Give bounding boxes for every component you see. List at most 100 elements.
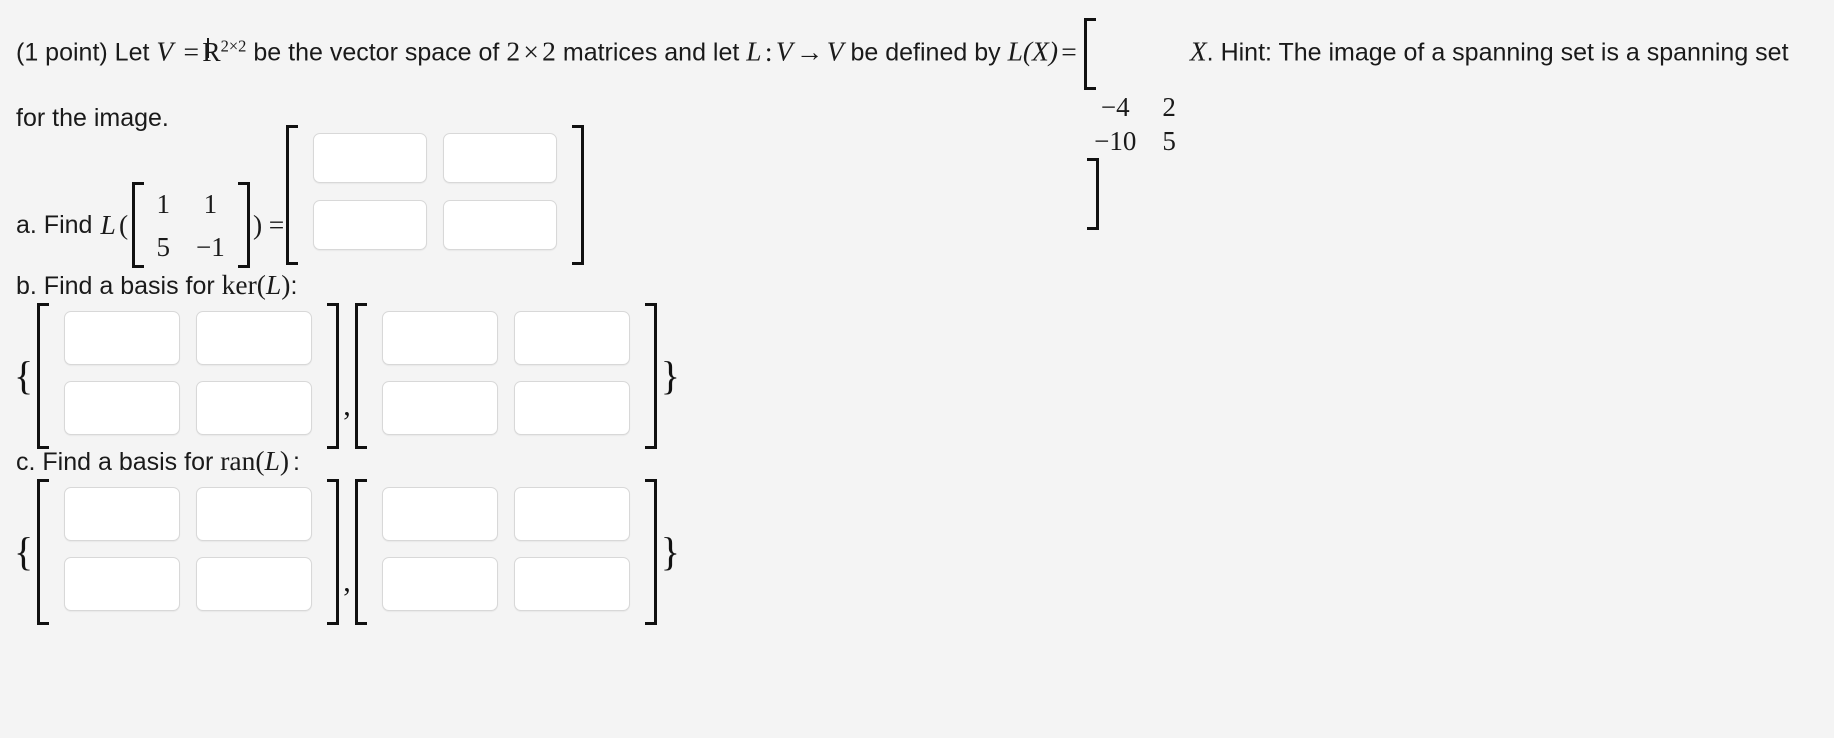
answer-input-b-m2-r2c1[interactable] [381,381,498,435]
answer-input-c-m2-r2c1[interactable] [381,557,498,611]
part-b-label: b. Find a basis for ker(L): [16,270,297,301]
bracket-right-icon [324,303,340,449]
colon-sign: : [764,35,773,67]
part-c-matrix-2-grid [370,479,642,625]
part-c-close-brace: } [660,529,680,574]
part-a-close-paren: ) [253,209,263,240]
part-c-operator: ran [220,445,256,476]
reals-exponent: 2×2 [220,36,247,56]
answer-input-c-m1-r2c1[interactable] [64,557,181,611]
matrix-cell-r1c1: 1 [156,188,171,219]
part-c-separator: , [343,565,351,598]
part-c-matrix-1-grid [52,479,324,625]
part-b-close-paren: ) [281,269,291,300]
dimension-two-b: 2 [542,35,556,67]
answer-input-c-m1-r1c1[interactable] [64,487,181,541]
hint-text: The image of a spanning set is a spannin… [16,38,1789,132]
answer-input-a-r2c1[interactable] [313,200,427,250]
map-of-X: L(X) [1007,35,1058,67]
part-a-answer-matrix [286,125,584,265]
part-c-matrix-1 [37,479,340,625]
part-b-colon: : [290,272,298,300]
part-c-operator-arg: L [264,445,280,476]
bracket-left-icon [37,303,52,449]
bracket-right-icon [1084,158,1100,230]
answer-input-c-m2-r1c1[interactable] [381,487,498,541]
part-a-prefix: a. Find [16,211,93,239]
dimension-two-a: 2 [506,35,521,67]
answer-input-c-m1-r2c2[interactable] [196,557,313,611]
part-b-separator: , [343,389,351,422]
part-b-matrix-1 [37,303,340,449]
bracket-left-icon [354,479,370,625]
answer-input-b-m1-r2c1[interactable] [64,381,181,435]
part-b-matrix-2-grid [370,303,642,449]
arrow-icon: → [795,35,824,67]
answer-input-b-m1-r1c2[interactable] [196,311,313,365]
statement-middle-1: be the vector space of [253,38,500,67]
part-a-input-matrix-cells: 1 1 5 −1 [147,182,235,268]
bracket-right-icon [235,182,250,268]
statement-lead: Let [114,38,150,67]
bracket-left-icon [286,125,301,265]
part-b-matrix-1-grid [52,303,324,449]
bracket-right-icon [642,303,657,449]
statement-middle-3: be defined by [850,38,1001,67]
bracket-left-icon [37,479,52,625]
matrix-cell-r2c1: 5 [156,231,171,262]
part-c-open-brace: { [14,529,34,574]
part-b-close-brace: } [660,353,680,398]
matrix-cell-r1c2: 1 [203,188,218,219]
statement-period: . [1206,38,1214,67]
part-c-colon: : [293,448,300,476]
bracket-left-icon [131,182,147,268]
matrix-cell-r1c1: −4 [1100,92,1130,122]
points-value: (1 point) [16,38,108,67]
problem-statement: Let(1 point) Let V =R2×2 be the vector s… [16,18,1816,230]
equals-sign-2: = [1061,35,1077,67]
part-b-matrix-2 [354,303,657,449]
map-L: L [746,35,762,67]
part-b-operator-arg: L [265,269,282,300]
answer-input-c-m2-r2c2[interactable] [513,557,630,611]
answer-input-a-r1c1[interactable] [313,133,427,183]
answer-input-a-r1c2[interactable] [443,133,557,183]
answer-input-b-m2-r1c1[interactable] [381,311,498,365]
part-b-operator: ker [221,269,257,300]
answer-input-b-m2-r2c2[interactable] [513,381,630,435]
answer-input-b-m1-r1c1[interactable] [64,311,181,365]
part-a-answer-row [286,125,584,265]
domain-V: V [775,35,793,67]
hint-label: Hint: [1220,38,1272,67]
part-c-close-paren: ) [279,445,290,476]
answer-input-c-m1-r1c2[interactable] [196,487,313,541]
part-a-input-grid [301,125,569,265]
part-a-equals: = [268,209,285,240]
matrix-cell-r2c2: −1 [196,231,225,262]
answer-input-b-m1-r2c2[interactable] [196,381,313,435]
part-c-open-paren: ( [255,445,265,476]
part-c-matrix-2 [354,479,657,625]
bracket-right-icon [324,479,340,625]
answer-input-a-r2c2[interactable] [443,200,557,250]
matrix-cell-r2c2: 5 [1162,126,1176,156]
part-a-function: L [100,209,116,240]
answer-input-b-m2-r1c2[interactable] [513,311,630,365]
answer-input-c-m2-r1c2[interactable] [513,487,630,541]
equals-sign: = [183,35,199,67]
part-c-answer-row: { , } [10,479,684,625]
part-b-open-paren: ( [256,269,266,300]
statement-middle-2: matrices and let [562,38,740,67]
bracket-left-icon [354,303,370,449]
bracket-right-icon [569,125,584,265]
times-sign: × [523,35,539,67]
matrix-cell-r1c2: 2 [1162,92,1176,122]
part-b-text: b. Find a basis for [16,272,215,300]
codomain-V: V [826,35,844,67]
part-b-open-brace: { [14,353,34,398]
real-numbers-symbol: R [202,35,221,67]
